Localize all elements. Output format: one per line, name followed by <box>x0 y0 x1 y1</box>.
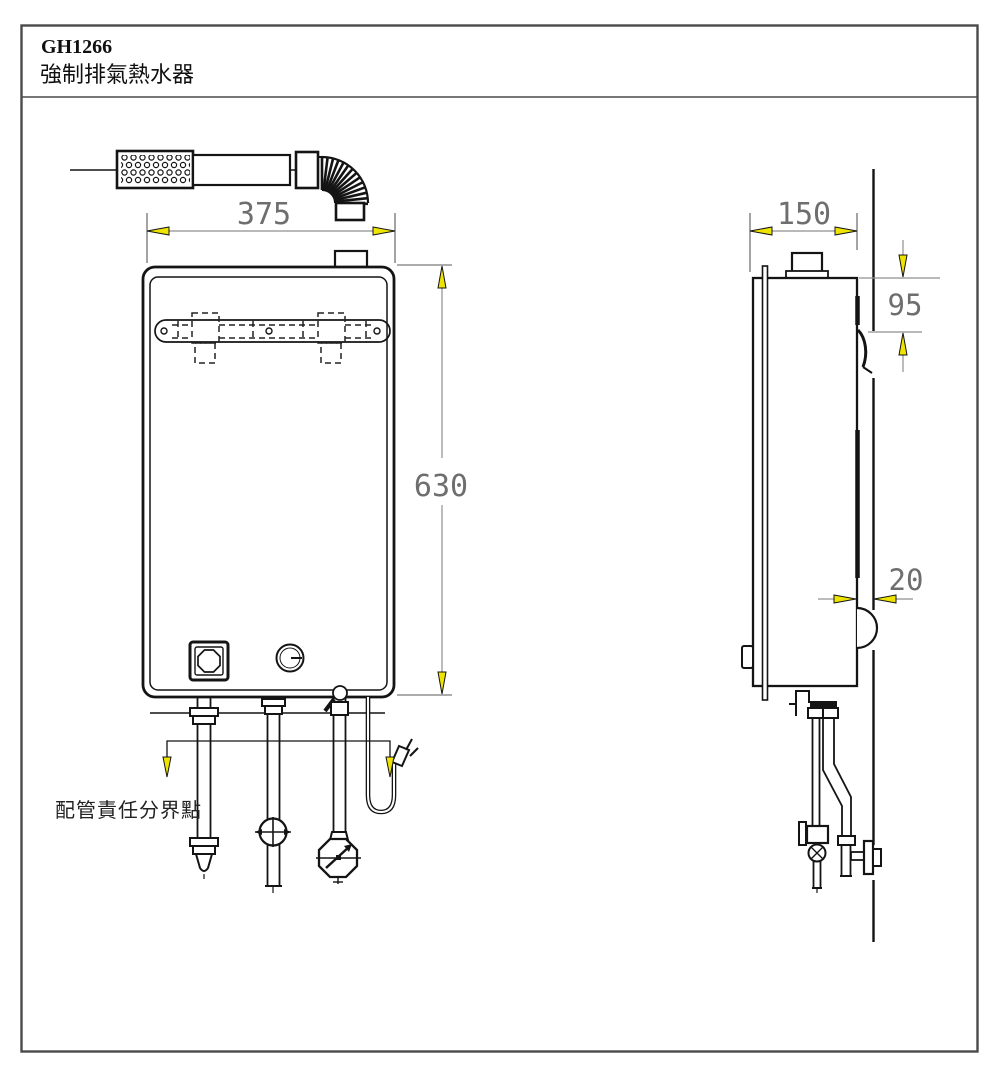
side-view: 150 95 20 <box>741 169 940 942</box>
dim-depth-label: 150 <box>777 197 831 232</box>
union-nut <box>189 707 219 717</box>
dimension-arrow <box>437 265 447 289</box>
plug-prong <box>405 738 413 751</box>
model-number: GH1266 <box>41 36 112 58</box>
leader-arrow <box>162 756 172 778</box>
bracket-hole <box>160 327 168 335</box>
leader-arrow <box>385 756 395 778</box>
union-nut <box>837 835 856 846</box>
side-body-panel <box>751 276 859 688</box>
connection-pipes <box>150 685 419 893</box>
elbow-collar <box>334 201 366 222</box>
window-inner-frame <box>194 646 224 676</box>
dimension-arrow <box>749 226 773 236</box>
faucet-stub <box>850 851 865 861</box>
dim-width-label: 375 <box>237 197 291 232</box>
control-knob <box>275 643 305 673</box>
leader-line <box>166 740 391 762</box>
dim-side-depth: 150 <box>749 197 858 272</box>
exhaust-pipe <box>191 153 292 187</box>
branch-pipe <box>833 718 852 836</box>
dimension-arrow <box>834 226 858 236</box>
mounting-bracket <box>154 312 391 364</box>
vent-cap-perforation <box>121 155 190 184</box>
union-nut <box>192 715 216 725</box>
pipe-middle <box>255 697 291 893</box>
flue-collar-side <box>790 251 824 274</box>
dim-front-width: 375 <box>146 197 396 263</box>
union-nut <box>192 845 216 855</box>
mounting-hook-tip <box>862 366 873 374</box>
union-nut <box>189 837 219 847</box>
gas-valve-body <box>330 701 349 716</box>
dimension-arrow <box>833 594 857 604</box>
piping-boundary-label: 配管責任分界點 <box>55 799 202 822</box>
valve-tip <box>255 829 262 835</box>
gas-cock-center <box>336 855 341 860</box>
product-name: 強制排氣熱水器 <box>40 62 194 87</box>
side-knob <box>741 645 754 669</box>
dim-front-height: 630 <box>397 264 468 696</box>
wall-flange <box>862 839 875 876</box>
exhaust-coupling <box>294 150 320 190</box>
dim-wall-gap: 20 <box>818 563 924 604</box>
bracket-hole <box>373 327 381 335</box>
union-nut <box>807 707 824 719</box>
heater-front-body <box>141 249 396 699</box>
dimension-arrow <box>898 332 908 356</box>
plug-prong <box>409 747 419 757</box>
valve-body <box>805 824 830 845</box>
window-glass <box>197 649 221 673</box>
dimension-arrow <box>898 254 908 278</box>
dim-height-label: 630 <box>414 469 468 504</box>
mounting-hook <box>856 328 868 368</box>
gas-cock-handle-tip <box>344 844 352 852</box>
bracket-slot <box>194 342 216 364</box>
body-outer-panel <box>141 265 396 699</box>
flex-elbow <box>318 155 370 206</box>
union-nut <box>261 698 286 707</box>
heater-side-body <box>741 251 879 701</box>
viewing-window <box>188 640 230 682</box>
knob-outer <box>275 643 305 673</box>
gas-valve-knob <box>332 685 348 701</box>
bracket-slot <box>320 342 342 364</box>
back-bump <box>856 606 879 650</box>
power-cord <box>365 697 419 815</box>
power-plug <box>390 744 411 768</box>
front-cover-edge <box>761 265 769 701</box>
dimension-arrow <box>372 226 396 236</box>
wall-fitting <box>872 848 882 867</box>
valve-tip <box>284 829 291 835</box>
dimension-arrow <box>437 671 447 695</box>
branch-pipe <box>822 718 843 836</box>
side-piping <box>789 690 882 893</box>
exhaust-assembly <box>70 149 370 222</box>
dimension-arrow <box>873 594 897 604</box>
dim-wall-gap-label: 20 <box>889 563 924 597</box>
valve-handle <box>798 821 807 846</box>
piping-boundary-annotation: 配管責任分界點 <box>55 740 395 822</box>
title-block: GH1266 強制排氣熱水器 <box>40 36 194 87</box>
dim-flue-offset-label: 95 <box>888 288 923 322</box>
union-nut <box>822 707 839 719</box>
bracket-bar <box>154 319 391 343</box>
union-seal <box>810 701 837 708</box>
pipe-left <box>189 697 219 879</box>
front-view: 375 <box>55 149 468 893</box>
pipe-nozzle <box>194 853 214 872</box>
bracket-hole <box>265 327 273 335</box>
pipe-gas <box>316 685 361 884</box>
window-frame <box>188 640 230 682</box>
dimension-arrow <box>146 226 170 236</box>
dim-flue-offset: 95 <box>859 240 940 372</box>
flue-collar-front <box>333 249 369 270</box>
union-nut <box>264 705 283 715</box>
body-inner-panel <box>149 276 388 691</box>
